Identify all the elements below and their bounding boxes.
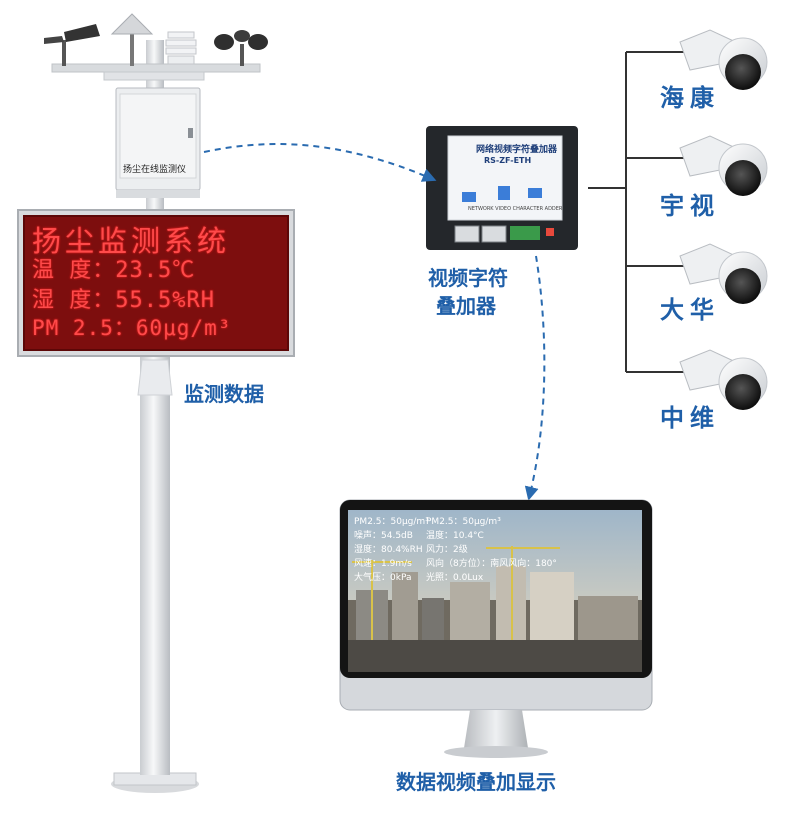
camera-connector	[588, 51, 690, 373]
overlay-row-4-left: 风速：1.9m/s	[354, 559, 412, 569]
device-title: 网络视频字符叠加器	[476, 145, 558, 155]
label-display-caption: 数据视频叠加显示	[396, 770, 556, 794]
rain-sensor-icon	[110, 13, 154, 66]
construction-scene	[348, 546, 642, 672]
overlay-row-2-left: 噪声：54.5dB	[354, 531, 413, 541]
overlay-row-1-left: PM2.5：50μg/m³	[354, 517, 429, 527]
overlay-row-5-right: 光照：0.0Lux	[426, 573, 484, 583]
overlay-row-3-right: 风力：2级	[426, 545, 468, 555]
device-icon-cloud	[528, 188, 542, 198]
led-pm25: PM 2.5：60μg/m³	[32, 316, 232, 340]
monitor-overlay-text: PM2.5：50μg/m³ PM2.5：50μg/m³ 噪声：54.5dB 温度…	[354, 514, 638, 604]
led-humidity: 湿 度：55.5%RH	[32, 288, 215, 313]
device-terminal-block	[510, 226, 540, 240]
device-rj45-2	[481, 225, 507, 243]
monitoring-station	[44, 13, 268, 793]
overlay-device	[426, 126, 578, 250]
overlay-row-2-right: 温度：10.4°C	[426, 531, 484, 541]
led-panel	[24, 216, 288, 350]
flow-arrow-device-to-monitor	[524, 255, 546, 501]
camera-hikvision	[679, 29, 768, 90]
enclosure-bottom	[116, 190, 200, 198]
camera-brand-dahua: 大华	[660, 296, 720, 324]
monitor-neck	[464, 710, 528, 748]
overlay-row-5-left: 大气压：0kPa	[354, 573, 412, 583]
label-overlay-device-line2: 叠加器	[436, 294, 496, 318]
enclosure-label: 扬尘在线监测仪	[123, 165, 187, 175]
overlay-row-1-right: PM2.5：50μg/m³	[426, 517, 501, 527]
label-overlay-device-line1: 视频字符	[428, 266, 508, 290]
overlay-row-3-left: 湿度：80.4%RH	[354, 545, 423, 555]
led-display	[17, 209, 295, 357]
pole	[140, 355, 170, 775]
enclosure-latch	[188, 128, 193, 138]
led-temperature: 温 度：23.5℃	[32, 258, 196, 283]
camera-uniview	[679, 135, 768, 196]
device-icon-camera	[462, 192, 476, 202]
camera-brand-hikvision: 海康	[660, 84, 720, 112]
overlay-row-4-right: 风向（8方位）：南风风向：180°	[426, 559, 557, 569]
device-led-indicator	[546, 228, 554, 236]
device-icon-port	[498, 186, 510, 200]
camera-brand-uniview: 宇视	[660, 192, 720, 220]
device-faceplate	[447, 135, 563, 221]
sensor-crossbar-lower	[103, 71, 205, 81]
camera-jovision	[679, 349, 768, 410]
device-footer: NETWORK VIDEO CHARACTER ADDER	[468, 206, 563, 212]
louver-shelter-icon	[165, 31, 197, 65]
wind-vane-icon	[44, 24, 100, 66]
monitor	[339, 499, 653, 758]
enclosure-door	[119, 93, 197, 179]
monitor-foot	[444, 746, 548, 758]
label-monitoring-data: 监测数据	[184, 382, 264, 406]
led-title: 扬尘监测系统	[32, 224, 231, 258]
device-rj45-1	[454, 225, 480, 243]
pole-collar	[137, 359, 173, 396]
sensor-crossbar	[51, 63, 261, 73]
led-text-area: 扬尘监测系统 温 度：23.5℃ 湿 度：55.5%RH PM 2.5：60μg…	[24, 216, 288, 350]
device-model: RS-ZF-ETH	[484, 156, 532, 165]
anemometer-icon	[214, 30, 268, 66]
camera-brand-jovision: 中维	[660, 404, 720, 432]
camera-dahua	[679, 243, 768, 304]
flow-arrow-station-to-device	[203, 143, 437, 182]
